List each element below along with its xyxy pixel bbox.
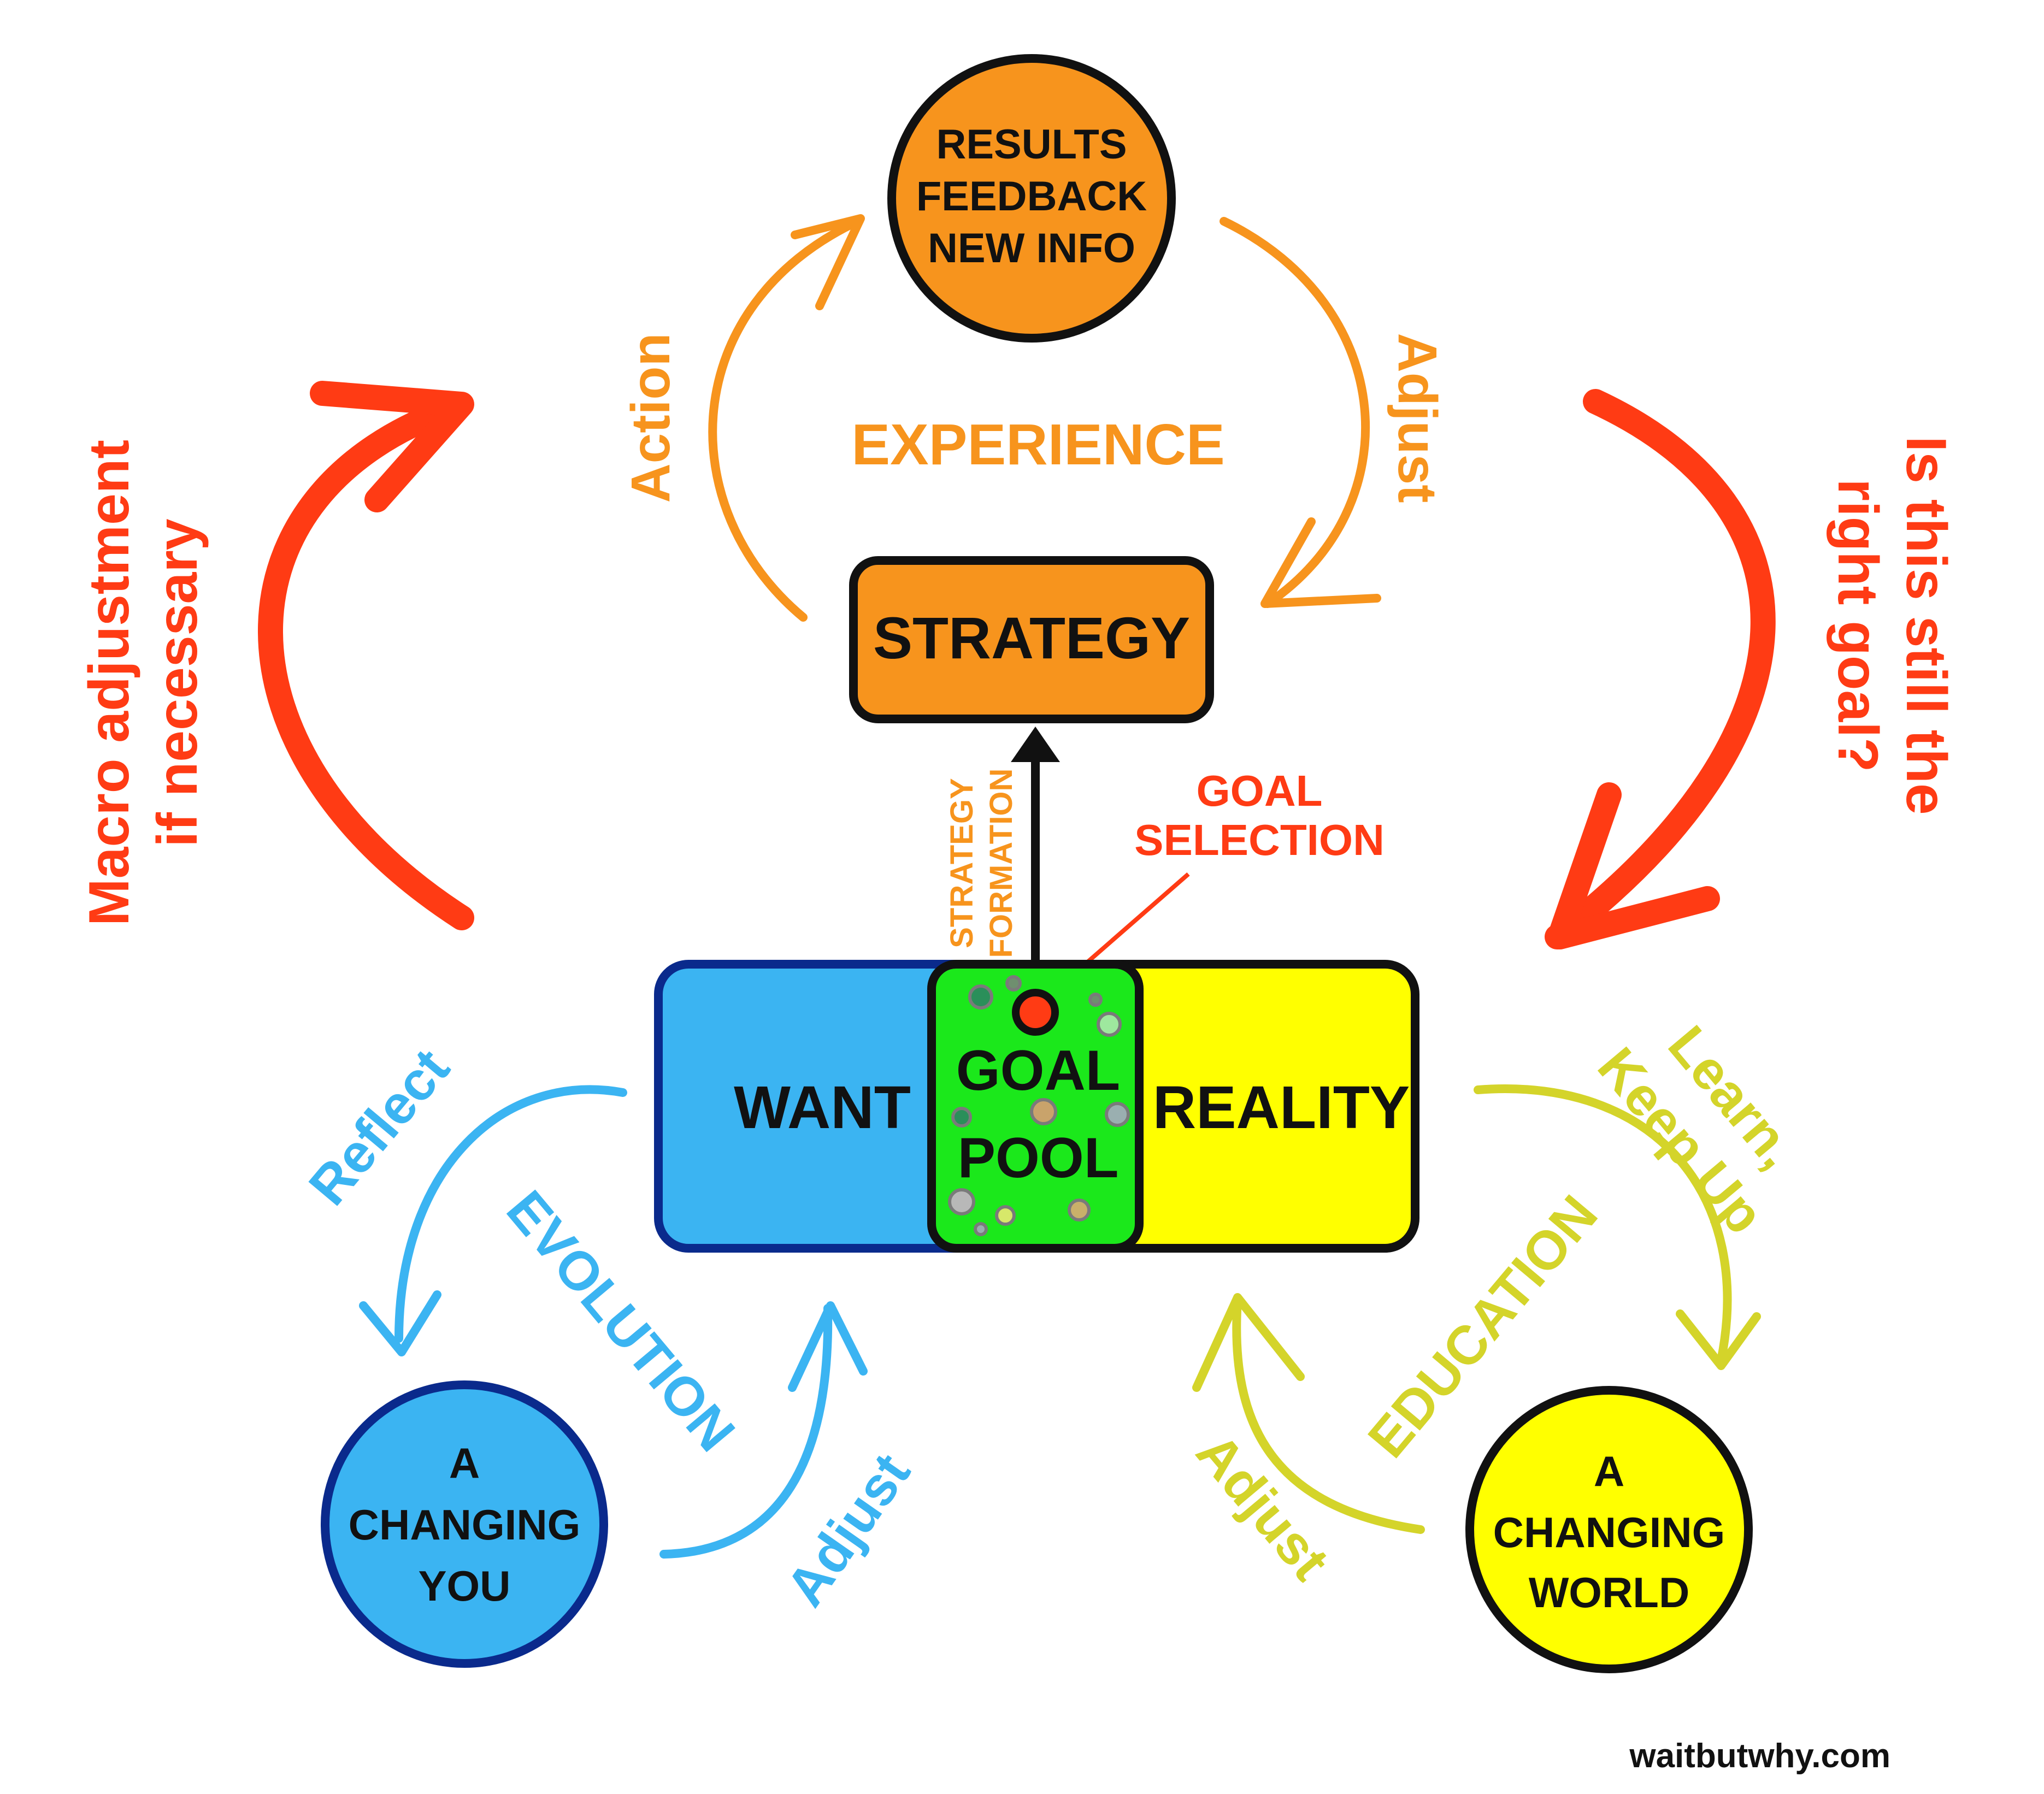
goal-dots: [948, 975, 1130, 1236]
results-line2: FEEDBACK: [916, 173, 1147, 220]
goal-selection-line1: GOAL: [1196, 766, 1322, 815]
right-goal-arrow: [1545, 389, 1776, 949]
experience-label: EXPERIENCE: [851, 412, 1224, 477]
reality-box: REALITY: [1080, 960, 1419, 1253]
changing-world-line2: CHANGING: [1493, 1508, 1725, 1556]
results-circle: RESULTS FEEDBACK NEW INFO: [887, 54, 1176, 343]
results-line1: RESULTS: [936, 121, 1127, 168]
site-footer: waitbutwhy.com: [1629, 1737, 1890, 1775]
changing-you-line1: A: [449, 1439, 480, 1487]
macro-line2: if necessary: [146, 518, 209, 847]
adjust-blue-arrowhead: [788, 1301, 868, 1392]
education-cycle: [1192, 1084, 1761, 1534]
strategy-formation-line2: FORMATION: [983, 769, 1019, 958]
results-line3: NEW INFO: [928, 225, 1135, 272]
macro-arrows: [258, 381, 1776, 949]
goal-pool-line2: POOL: [958, 1126, 1119, 1190]
goal-pool-box: GOAL POOL: [927, 960, 1144, 1253]
adjust-top-label: Adjust: [1387, 333, 1448, 503]
adjust-top-arrowhead: [1260, 517, 1381, 608]
adjust-top-arrow: [1220, 217, 1370, 608]
macro-adjustment-arrowhead: [310, 381, 474, 512]
adjust-yellow-arrow: [1232, 1296, 1425, 1534]
right-goal-arrowhead: [1547, 782, 1720, 949]
goal-selection-line2: SELECTION: [1134, 816, 1385, 864]
changing-you-line2: CHANGING: [349, 1501, 581, 1549]
strategy-box: STRATEGY: [849, 556, 1214, 723]
reflect-arrowhead: [359, 1290, 441, 1356]
want-label: WANT: [734, 1074, 911, 1141]
strategy-label: STRATEGY: [873, 605, 1190, 671]
reflect-arrow: [394, 1085, 627, 1343]
changing-world-circle: A CHANGING WORLD: [1465, 1386, 1753, 1673]
strategy-formation-line1: STRATEGY: [944, 778, 980, 948]
action-arrow: [708, 217, 862, 622]
changing-world-line1: A: [1594, 1447, 1624, 1495]
action-label: Action: [620, 333, 681, 503]
want-box: WANT: [654, 960, 1012, 1253]
action-arrowhead: [791, 214, 865, 310]
evolution-cycle: [359, 1085, 868, 1559]
macro-adjustment-arrow: [258, 394, 474, 930]
macro-line1: Macro adjustment: [78, 440, 141, 926]
selected-goal-dot: [1012, 989, 1059, 1036]
changing-world-line3: WORLD: [1529, 1568, 1690, 1616]
learn-arrow: [1474, 1084, 1732, 1365]
changing-you-circle: A CHANGING YOU: [321, 1380, 608, 1668]
right-goal-line2: right goal?: [1826, 479, 1889, 772]
goal-pool-line1: GOAL: [956, 1039, 1120, 1102]
adjust-blue-arrow: [659, 1304, 833, 1559]
experience-cycle: [708, 214, 1381, 622]
changing-you-line3: YOU: [418, 1562, 510, 1610]
adjust-yellow-arrowhead: [1192, 1293, 1305, 1392]
right-goal-line1: Is this still the: [1894, 436, 1958, 815]
reality-label: REALITY: [1153, 1074, 1410, 1141]
learn-arrowhead: [1676, 1309, 1761, 1370]
